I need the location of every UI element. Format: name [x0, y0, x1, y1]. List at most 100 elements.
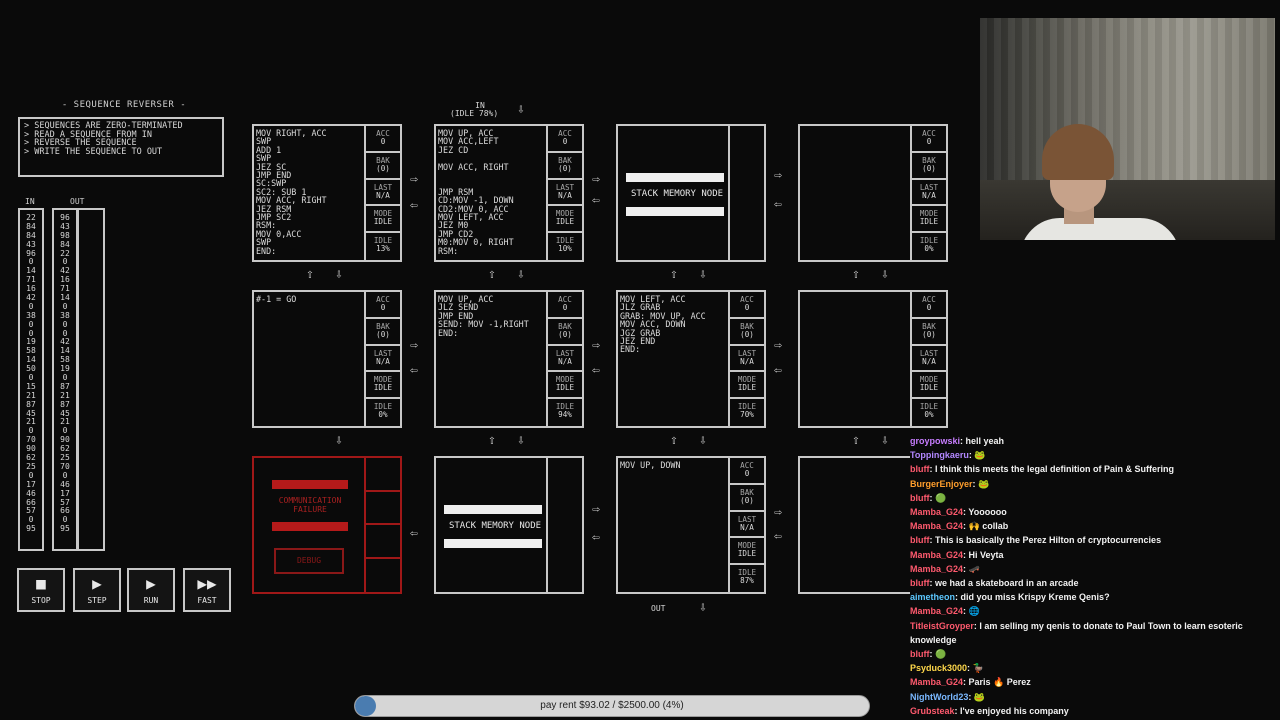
node-code[interactable]: #-1 = GO: [256, 295, 297, 304]
node-r1c2[interactable]: MOV UP, ACC MOV ACC,LEFT JEZ CD MOV ACC,…: [434, 124, 584, 262]
reg-acc-label: ACC: [922, 295, 936, 304]
list-value: 42: [60, 337, 70, 347]
list-value: 14: [60, 346, 70, 356]
node-code[interactable]: MOV LEFT, ACC JLZ GRAB GRAB: MOV UP, ACC…: [620, 295, 706, 355]
chat-message: bluff: This is basically the Perez Hilto…: [910, 533, 1280, 547]
up-arrow-icon: ⇧: [852, 267, 860, 282]
list-value: 84: [26, 230, 36, 240]
reg-idle-label: IDLE: [919, 402, 939, 412]
node-code[interactable]: MOV UP, DOWN: [620, 461, 681, 470]
up-arrow-icon: ⇧: [670, 267, 678, 282]
list-value: 87: [60, 399, 70, 409]
list-value: 0: [28, 319, 34, 329]
reg-last-label: LAST: [555, 182, 575, 192]
reg-idle-value: 0%: [378, 410, 388, 420]
fast-button[interactable]: ▶▶ FAST: [183, 568, 231, 612]
reg-last-value: N/A: [376, 356, 390, 366]
reg-idle-label: IDLE: [373, 402, 393, 412]
chat-separator: :: [963, 549, 969, 560]
chat-separator: :: [929, 535, 935, 546]
chat-text: Paris 🔥 Perez: [968, 677, 1031, 688]
left-arrow-icon: ⇦: [592, 363, 600, 378]
in-port-label: IN: [475, 101, 485, 110]
list-value: 0: [28, 301, 34, 311]
reg-idle-value: 0%: [924, 410, 934, 420]
stack-memory-label: STACK MEMORY NODE: [448, 521, 542, 531]
chat-separator: :: [967, 663, 973, 674]
chat-separator: :: [960, 436, 966, 446]
chat-username: Grubsteak: [910, 705, 955, 716]
reg-last-value: N/A: [558, 356, 572, 366]
run-icon: ▶: [146, 574, 156, 593]
list-value: 14: [26, 266, 36, 276]
chat-message: NightWorld23: 🐸: [910, 690, 1280, 704]
chat-text: 🐸: [974, 450, 986, 461]
list-value: 42: [60, 266, 70, 276]
node-code[interactable]: MOV UP, ACC JLZ SEND JMP END SEND: MOV -…: [438, 295, 529, 338]
step-button[interactable]: ▶ STEP: [73, 568, 121, 612]
reg-acc-label: ACC: [740, 295, 754, 304]
chat-username: Mamba_G24: [910, 507, 964, 518]
list-value: 0: [28, 515, 34, 525]
reg-acc-label: ACC: [376, 295, 390, 304]
list-value: 0: [62, 470, 68, 480]
in-column-label: IN: [25, 197, 35, 206]
stop-button[interactable]: ■ STOP: [17, 568, 65, 612]
step-label: STEP: [87, 596, 107, 605]
reg-idle-label: IDLE: [737, 568, 757, 578]
list-value: 95: [60, 524, 70, 534]
chat-text: 🌐: [968, 606, 980, 617]
node-r2c2[interactable]: MOV UP, ACC JLZ SEND JMP END SEND: MOV -…: [434, 290, 584, 428]
chat-username: groypowski: [910, 436, 961, 446]
list-value: 70: [26, 435, 36, 445]
reg-idle-value: 70%: [740, 410, 754, 420]
chat-text: 🙌 collab: [968, 521, 1009, 532]
right-arrow-icon: ⇨: [774, 168, 782, 183]
node-code[interactable]: [802, 295, 914, 425]
reg-mode-label: MODE: [373, 375, 393, 385]
node-r3c4[interactable]: [798, 456, 910, 594]
list-value: 16: [60, 275, 70, 285]
node-r1c1[interactable]: MOV RIGHT, ACC SWP ADD 1 SWP JEZ SC JMP …: [252, 124, 402, 262]
reg-bak-label: BAK: [558, 155, 572, 165]
node-code[interactable]: MOV RIGHT, ACC SWP ADD 1 SWP JEZ SC JMP …: [256, 129, 327, 256]
debug-button[interactable]: DEBUG: [274, 548, 344, 574]
list-value: 95: [26, 524, 36, 534]
list-value: 0: [62, 515, 68, 525]
reg-last-label: LAST: [919, 348, 939, 358]
list-value: 50: [26, 364, 36, 374]
reg-bak-value: (0): [740, 495, 754, 505]
list-value: 43: [60, 221, 70, 231]
reg-bak-value: (0): [740, 329, 754, 339]
reg-bak-value: (0): [376, 329, 390, 339]
chat-text: 🟢: [935, 492, 947, 503]
chat-separator: :: [963, 677, 969, 688]
reg-acc-value: 0: [926, 303, 932, 312]
stack-bar-top: [444, 505, 542, 514]
down-arrow-icon: ⇩: [699, 267, 707, 282]
list-value: 19: [60, 364, 70, 374]
list-value: 71: [60, 284, 70, 294]
list-value: 22: [26, 213, 36, 222]
list-value: 0: [62, 426, 68, 436]
list-value: 90: [60, 435, 70, 445]
chat-message: TitleistGroyper: I am selling my qenis t…: [910, 619, 1280, 647]
run-button[interactable]: ▶ RUN: [127, 568, 175, 612]
node-r2c3[interactable]: MOV LEFT, ACC JLZ GRAB GRAB: MOV UP, ACC…: [616, 290, 766, 428]
node-code[interactable]: [802, 129, 914, 259]
chat-username: Psyduck3000: [910, 663, 968, 674]
reg-last-label: LAST: [737, 514, 757, 524]
out-column-label: OUT: [70, 197, 85, 206]
chat-username: TitleistGroyper: [910, 620, 974, 631]
reg-bak-label: BAK: [376, 155, 390, 165]
reg-bak-value: (0): [558, 163, 572, 173]
node-code[interactable]: MOV UP, ACC MOV ACC,LEFT JEZ CD MOV ACC,…: [438, 129, 514, 256]
chat-text: This is basically the Perez Hilton of cr…: [935, 535, 1162, 546]
